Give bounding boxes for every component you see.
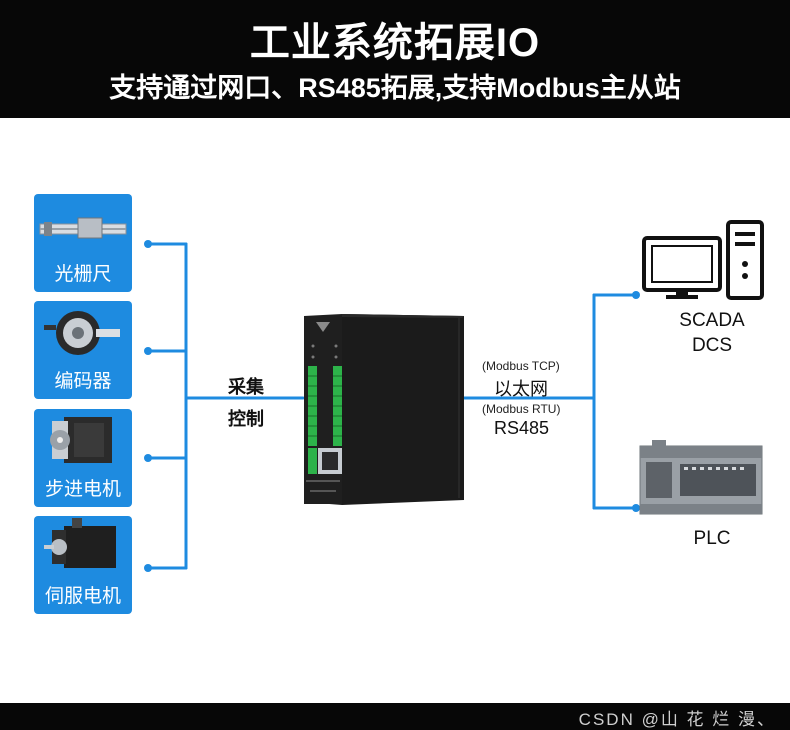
rtu-note: (Modbus RTU) (482, 402, 561, 416)
device-card-encoder: 编码器 (34, 301, 132, 399)
stepper-motor-icon (50, 417, 112, 463)
scada-label: SCADA (679, 310, 745, 331)
plc-label: PLC (693, 528, 731, 549)
link-label-control: 控制 (228, 409, 264, 429)
ethernet-label: 以太网 (494, 379, 548, 399)
device-label: 步进电机 (44, 479, 121, 500)
page-title: 工业系统拓展IO (249, 21, 541, 65)
page-subtitle: 支持通过网口、RS485拓展,支持Modbus主从站 (109, 73, 681, 103)
header-banner: 工业系统拓展IO 支持通过网口、RS485拓展,支持Modbus主从站 (0, 0, 790, 118)
servo-motor-icon (44, 518, 116, 568)
link-label-acquire: 采集 (228, 377, 264, 397)
footer-bar: CSDN @山 花 烂 漫、 (0, 703, 790, 730)
device-card-servo-motor: 伺服电机 (34, 516, 132, 614)
device-label: 光栅尺 (54, 264, 112, 285)
device-card-stepper-motor: 步进电机 (34, 409, 132, 507)
tcp-note: (Modbus TCP) (482, 359, 560, 373)
encoder-icon (44, 311, 120, 355)
watermark: CSDN @山 花 烂 漫、 (578, 710, 776, 729)
linear-scale-icon (39, 217, 127, 239)
device-card-linear-scale: 光栅尺 (34, 194, 132, 292)
device-label: 伺服电机 (44, 586, 121, 607)
dcs-label: DCS (691, 335, 733, 356)
device-label: 编码器 (54, 371, 112, 392)
rs485-label: RS485 (494, 418, 550, 438)
